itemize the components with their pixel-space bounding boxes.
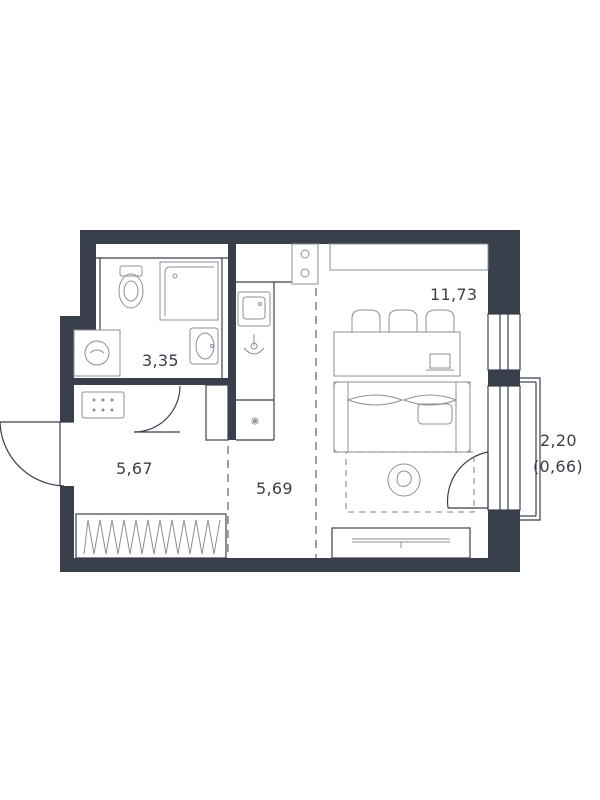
chairs: [351, 309, 455, 332]
cooktop: [291, 243, 319, 285]
coffee-table: [387, 463, 421, 497]
area-label-kitchen: 5,69: [256, 479, 293, 498]
sink: [237, 291, 271, 327]
sofa: [333, 381, 471, 453]
area-label-bathroom: 3,35: [142, 351, 179, 370]
kitchen-counter: [236, 281, 292, 441]
entrance-door: [0, 421, 74, 487]
bathroom-door: [133, 385, 181, 433]
outer-walls: [60, 230, 520, 572]
dining-table: [333, 331, 461, 377]
interior-walls: [74, 244, 236, 441]
balcony: [520, 377, 541, 521]
radiator: [329, 243, 489, 271]
washing-machine: [73, 329, 121, 377]
toilet: [118, 265, 144, 309]
fridge: [251, 417, 259, 425]
window-lower: [487, 385, 521, 511]
washbasin: [189, 327, 219, 365]
dishwasher: [243, 334, 265, 355]
area-label-living: 11,73: [430, 285, 477, 304]
wardrobe: [75, 513, 227, 559]
window-upper: [487, 313, 521, 371]
balcony-door: [446, 451, 489, 509]
area-label-balcony-reduced: (0,66): [533, 457, 583, 476]
area-label-balcony: 2,20: [540, 431, 577, 450]
area-label-hallway: 5,67: [116, 459, 153, 478]
electrical-panel: [81, 391, 125, 419]
shower-tray: [159, 261, 219, 321]
tv-stand: [331, 527, 471, 559]
rug: [345, 451, 475, 513]
